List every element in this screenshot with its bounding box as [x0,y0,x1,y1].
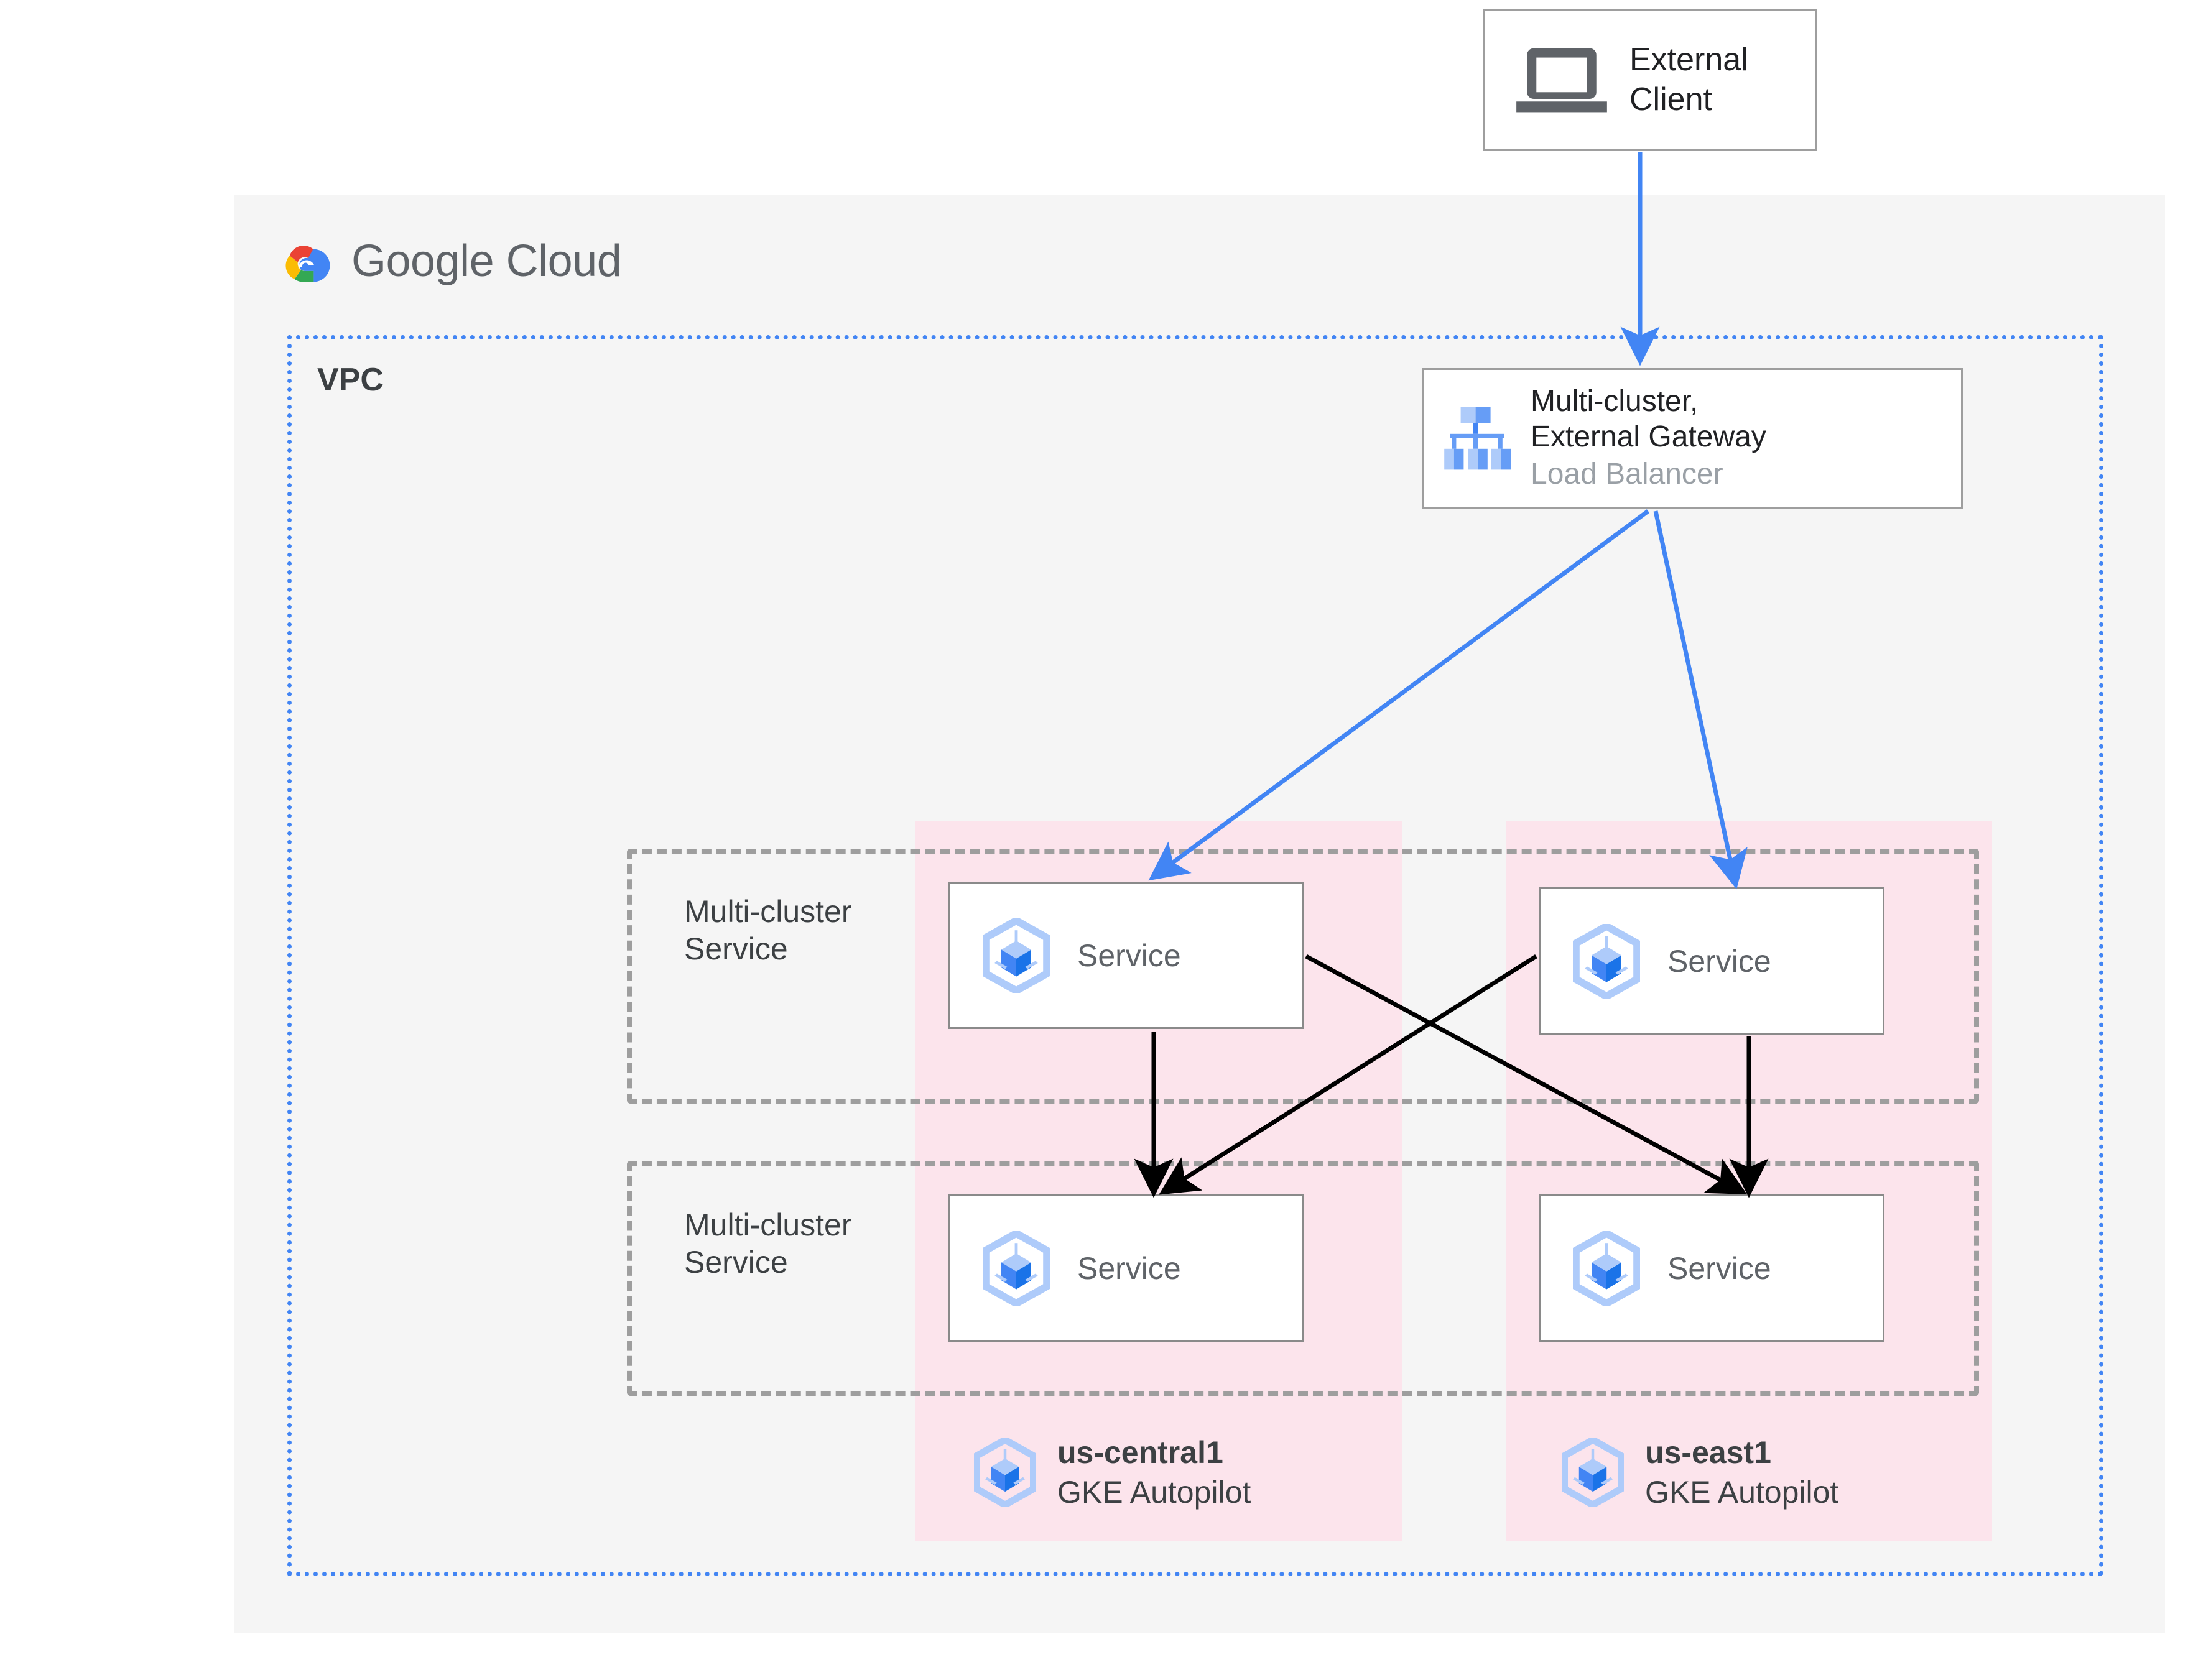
external-client-label: External Client [1629,42,1748,118]
cluster-mode-label: GKE Autopilot [1645,1475,1839,1510]
service-label: Service [1667,1250,1771,1286]
laptop-icon [1516,48,1607,112]
load-balancer-title: Multi-cluster, External Gateway [1531,385,1766,453]
google-cloud-logo-icon [285,246,330,282]
gke-service-icon [983,1230,1050,1306]
gke-service-icon [1573,923,1640,999]
service-label: Service [1077,1250,1181,1286]
gke-service-icon [983,918,1050,993]
load-balancer-subtitle: Load Balancer [1531,458,1723,491]
gke-service-icon [1562,1438,1624,1507]
cluster-mode-label: GKE Autopilot [1057,1475,1251,1510]
external-client-box[interactable]: External Client [1483,9,1817,151]
vpc-label: VPC [317,362,384,398]
service-box-top-left[interactable]: Service [948,882,1304,1029]
gke-service-icon [974,1438,1036,1507]
service-box-bottom-left[interactable]: Service [948,1194,1304,1342]
service-label: Service [1667,943,1771,979]
multi-cluster-service-label-top: Multi-cluster Service [684,894,852,966]
cluster-region-label: us-central1 [1057,1435,1223,1470]
service-label: Service [1077,938,1181,973]
service-box-bottom-right[interactable]: Service [1539,1194,1884,1342]
cluster-footer-us-central1: us-central1 GKE Autopilot [974,1434,1251,1511]
cluster-region-label: us-east1 [1645,1435,1771,1470]
load-balancer-icon [1444,407,1511,470]
google-cloud-wordmark: Google Cloud [351,236,622,286]
load-balancer-box[interactable]: Multi-cluster, External Gateway Load Bal… [1422,368,1963,509]
service-box-top-right[interactable]: Service [1539,887,1884,1035]
vpc-boundary [287,335,2103,1576]
multi-cluster-service-label-bottom: Multi-cluster Service [684,1207,852,1280]
cluster-footer-us-east1: us-east1 GKE Autopilot [1562,1434,1838,1511]
gke-service-icon [1573,1230,1640,1306]
google-cloud-branding: Google Cloud [279,234,622,288]
